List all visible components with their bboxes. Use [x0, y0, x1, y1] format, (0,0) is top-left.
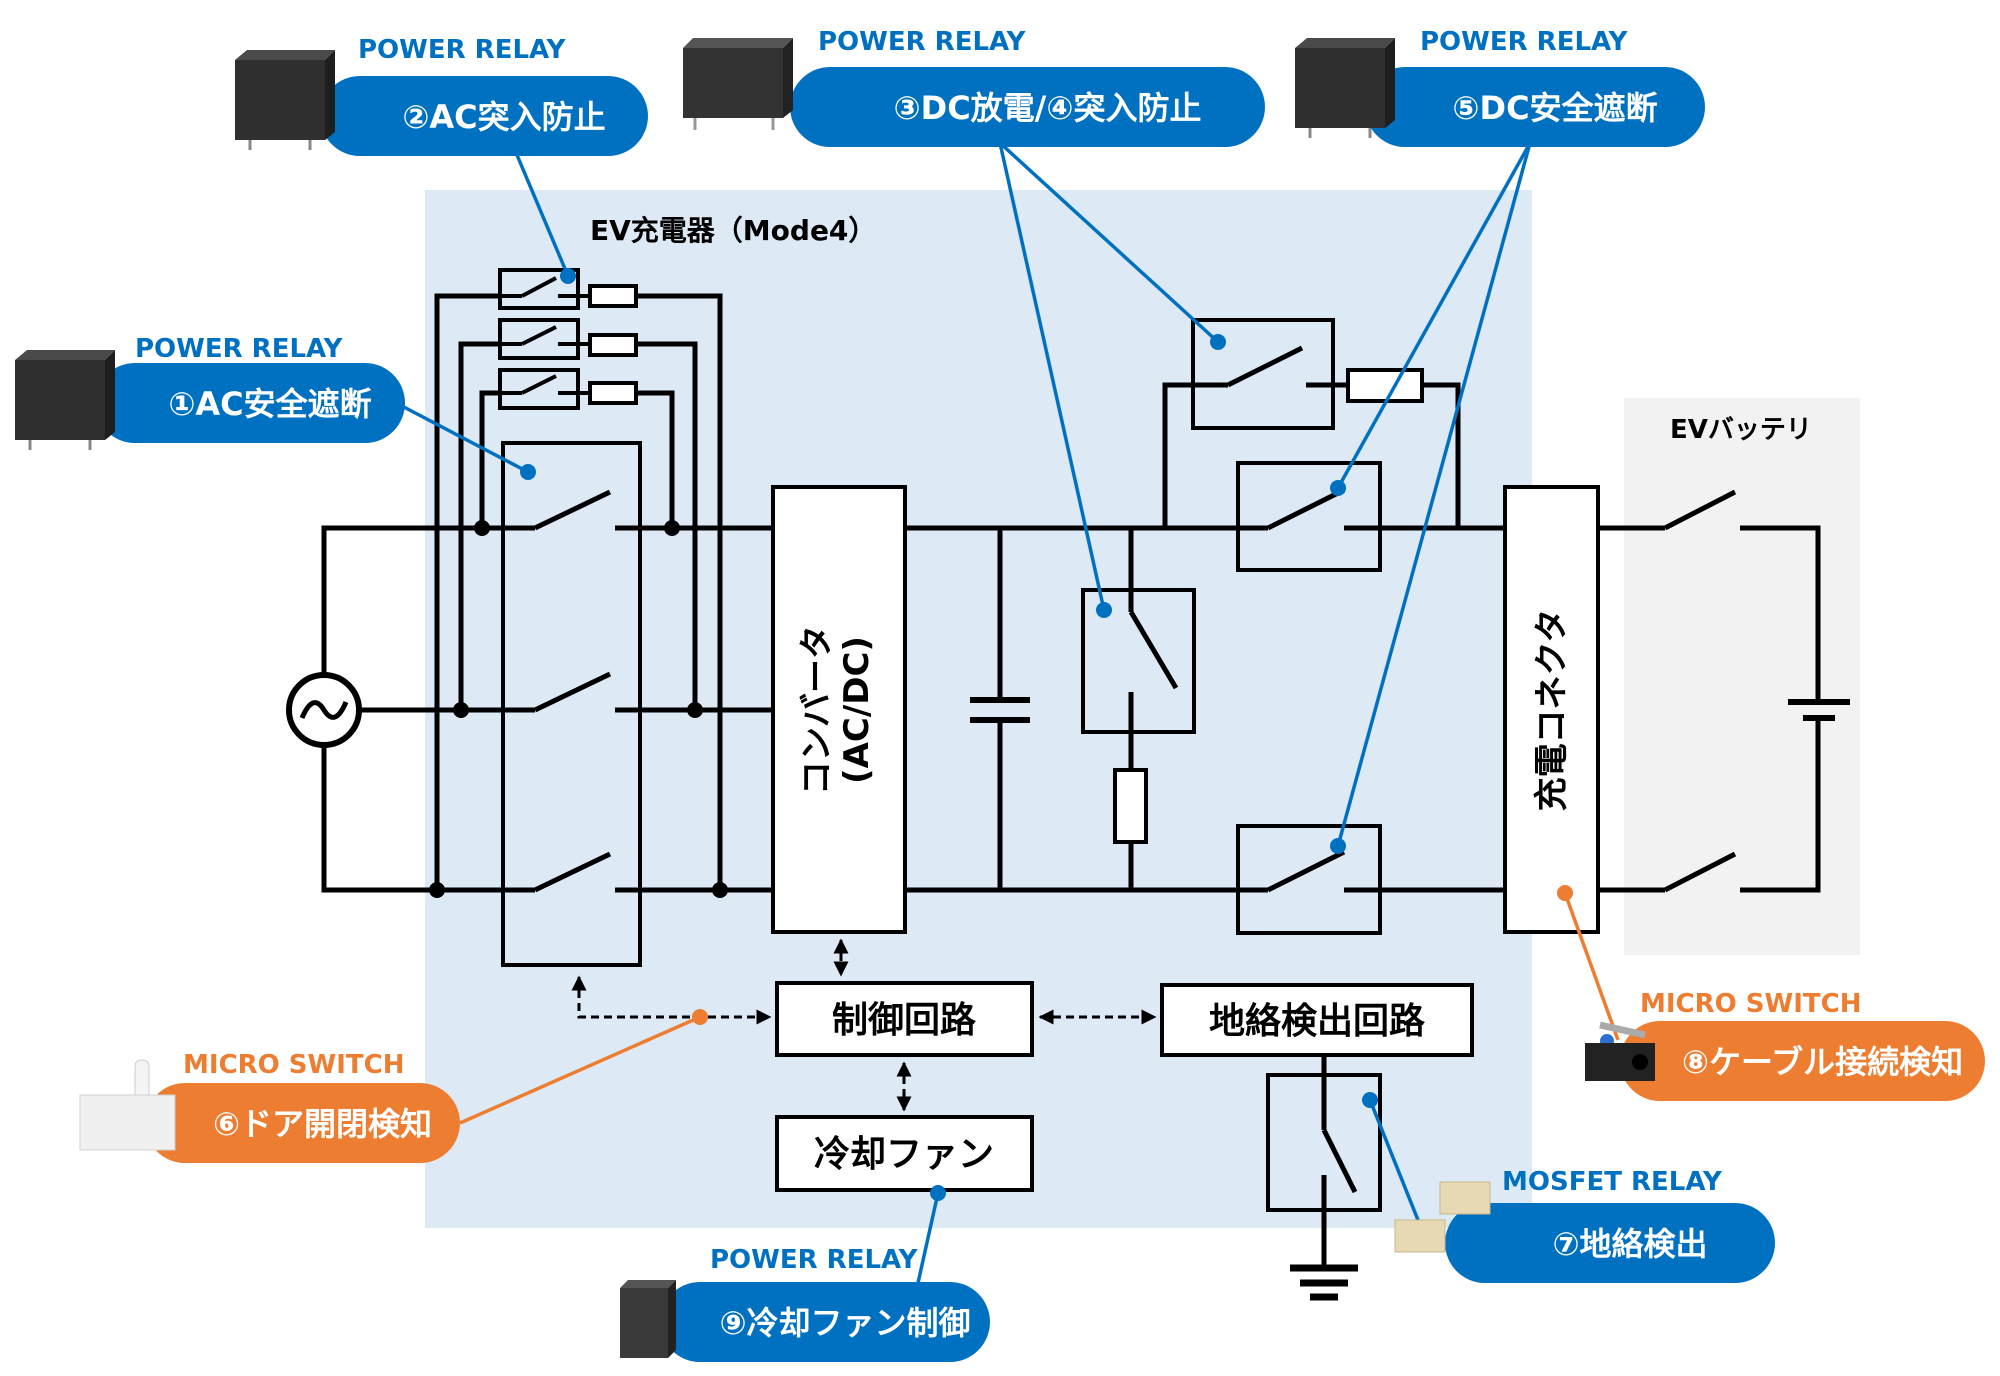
cooling-fan-label: 冷却ファン — [814, 1134, 994, 1175]
callout-category: POWER RELAY — [358, 35, 567, 65]
control-signals — [571, 938, 1157, 1112]
ac-main-relay-box — [501, 441, 642, 967]
callout-label: ⑨冷却ファン制御 — [719, 1304, 970, 1342]
battery-cell-icon — [1788, 699, 1850, 721]
mosfet-relay-icon — [1394, 1181, 1491, 1253]
precharge-resistor — [1346, 368, 1424, 403]
callout-2[interactable]: POWER RELAY ②AC突入防止 — [235, 35, 648, 156]
inrush-contacts — [500, 276, 590, 395]
power-relay-icon — [235, 50, 335, 150]
callout-label: ①AC安全遮断 — [168, 385, 371, 423]
converter-block[interactable]: コンバータ (AC/DC) — [771, 485, 907, 934]
callout-3[interactable]: POWER RELAY ③DC放電/④突入防止 — [683, 27, 1265, 147]
inrush-relay-box-2 — [498, 318, 580, 360]
precharge-relay-box — [1191, 318, 1335, 430]
callout-pill — [660, 1282, 990, 1362]
power-relay-icon — [683, 38, 793, 130]
callout-category: MICRO SWITCH — [1640, 989, 1861, 1019]
battery-title: EVバッテリ — [1670, 415, 1812, 445]
cooling-fan-block[interactable]: 冷却ファン — [775, 1115, 1034, 1192]
power-relay-icon — [15, 350, 115, 450]
inrush-resistor-2 — [588, 333, 638, 357]
callout-pill — [320, 76, 648, 156]
dc-relay-box-top — [1236, 461, 1382, 572]
ground-fault-circuit-block[interactable]: 地絡検出回路 — [1160, 983, 1474, 1057]
power-relay-icon — [620, 1280, 676, 1358]
leader-dots — [520, 268, 1573, 1201]
callout-label: ⑦地絡検出 — [1552, 1225, 1707, 1263]
connector-block[interactable]: 充電コネクタ — [1503, 485, 1600, 934]
callout-label: ⑧ケーブル接続検知 — [1682, 1043, 1963, 1081]
ground-icon — [1290, 1264, 1358, 1301]
callout-category: POWER RELAY — [1420, 27, 1629, 57]
inrush-relay-box-3 — [498, 368, 580, 410]
battery-area — [1624, 398, 1860, 955]
micro-switch-icon — [79, 1059, 176, 1151]
capacitor-symbol — [970, 697, 1030, 723]
control-circuit-block[interactable]: 制御回路 — [775, 981, 1034, 1057]
micro-switch-icon — [1585, 1021, 1655, 1081]
callout-9[interactable]: POWER RELAY ⑨冷却ファン制御 — [620, 1245, 990, 1362]
callout-category: MOSFET RELAY — [1502, 1167, 1723, 1197]
ac-source-icon — [286, 672, 362, 748]
callout-8[interactable]: MICRO SWITCH ⑧ケーブル接続検知 — [1585, 989, 1985, 1101]
dc-relay-box-bottom — [1236, 824, 1382, 935]
callout-pill — [1365, 67, 1705, 147]
inrush-resistor-3 — [588, 381, 638, 405]
callout-pill — [95, 363, 405, 443]
connector-label: 充電コネクタ — [1532, 609, 1572, 812]
callout-pill — [790, 67, 1265, 147]
callout-6[interactable]: MICRO SWITCH ⑥ドア開閉検知 — [79, 1050, 460, 1163]
callout-label: ③DC放電/④突入防止 — [894, 89, 1202, 127]
junction-dots — [429, 520, 728, 898]
callout-category: POWER RELAY — [710, 1245, 919, 1275]
discharge-relay-box — [1081, 588, 1196, 734]
callout-pill — [145, 1083, 460, 1163]
callout-7[interactable]: MOSFET RELAY ⑦地絡検出 — [1394, 1167, 1775, 1283]
callout-1[interactable]: POWER RELAY ①AC安全遮断 — [15, 334, 405, 450]
callout-label: ②AC突入防止 — [402, 98, 605, 136]
callout-5[interactable]: POWER RELAY ⑤DC安全遮断 — [1295, 27, 1705, 147]
callout-category: POWER RELAY — [818, 27, 1027, 57]
callout-pill — [1620, 1021, 1985, 1101]
callout-pill — [1445, 1203, 1775, 1283]
charger-title: EV充電器（Mode4） — [590, 214, 876, 247]
inrush-relay-box-1 — [498, 268, 580, 310]
callout-label: ⑥ドア開閉検知 — [213, 1105, 432, 1143]
wiring — [321, 293, 1821, 1265]
callout-label: ⑤DC安全遮断 — [1452, 89, 1657, 127]
converter-label: コンバータ — [797, 625, 837, 795]
callout-category: POWER RELAY — [135, 334, 344, 364]
ground-fault-circuit-label: 地絡検出回路 — [1209, 1001, 1426, 1042]
inrush-resistor-1 — [588, 284, 638, 308]
control-circuit-label: 制御回路 — [832, 1000, 977, 1041]
discharge-resistor — [1113, 768, 1148, 844]
callout-category: MICRO SWITCH — [183, 1050, 404, 1080]
leader-lines — [399, 141, 1620, 1284]
gf-relay-box — [1266, 1073, 1382, 1212]
power-relay-icon — [1295, 38, 1395, 138]
converter-sublabel: (AC/DC) — [837, 636, 877, 784]
